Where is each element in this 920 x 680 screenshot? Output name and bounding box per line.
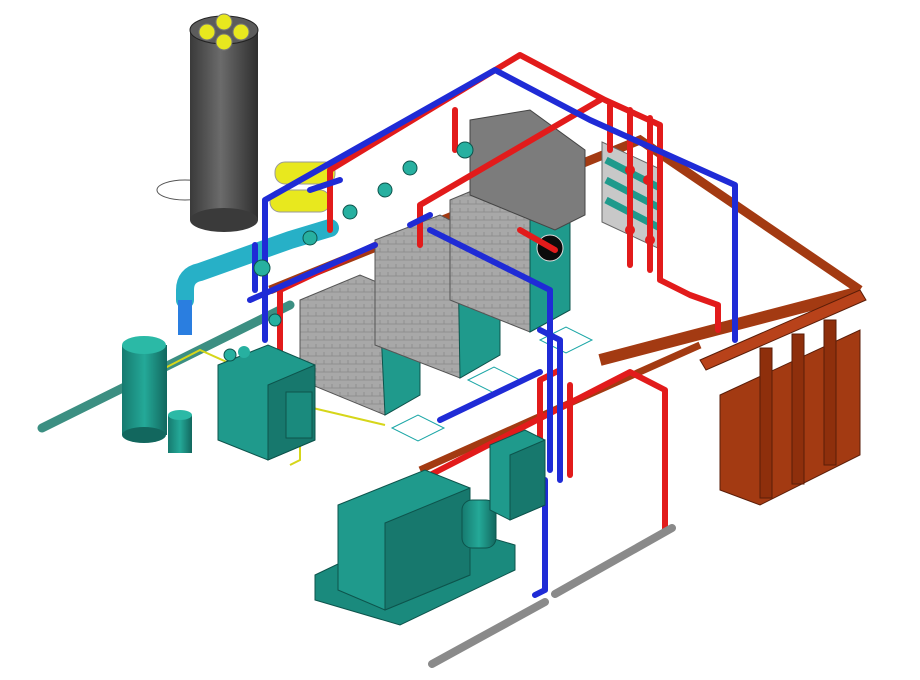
exchanger-icon xyxy=(217,344,316,461)
boiler-icon xyxy=(469,109,586,231)
tank-icon xyxy=(489,429,546,521)
drain-pipes xyxy=(428,524,676,668)
pump-icon xyxy=(314,469,516,626)
cylinder-icon xyxy=(122,336,192,453)
radiator-icon xyxy=(699,289,867,506)
chimney-stack-icon xyxy=(156,13,259,232)
valve-icons xyxy=(223,141,474,362)
return-pipes xyxy=(247,67,738,598)
